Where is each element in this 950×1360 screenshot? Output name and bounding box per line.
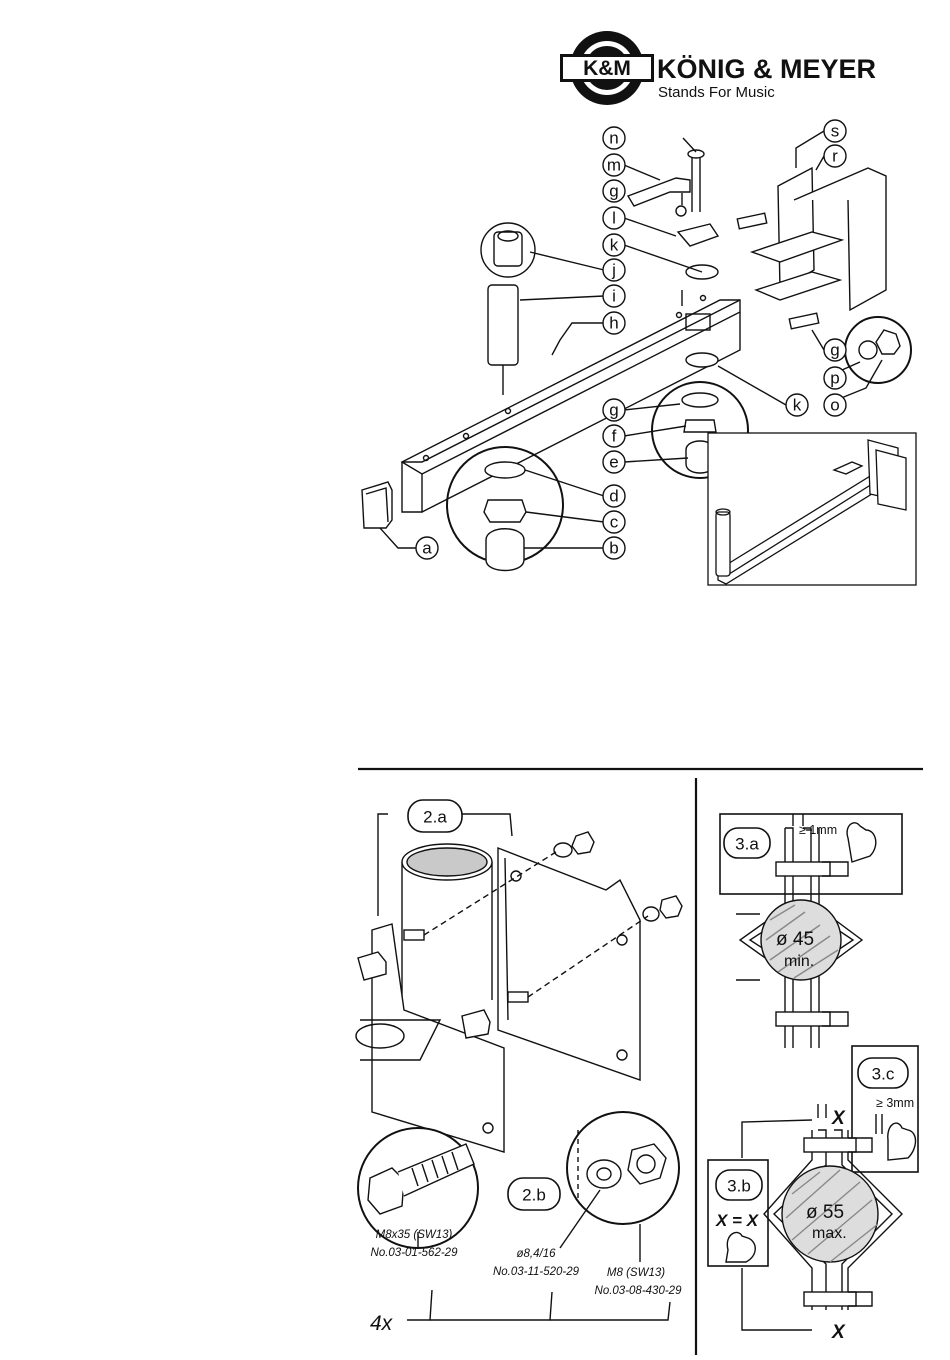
diameter-min-note: min. (784, 953, 814, 970)
callout-h: h (603, 312, 625, 334)
svg-text:r: r (832, 147, 838, 166)
brand-tagline: Stands For Music (658, 84, 775, 101)
step-2a-badge: 2.a (408, 800, 462, 832)
callout-b: b (603, 537, 625, 559)
bolt-part-number: No.03-01-562-29 (371, 1247, 459, 1259)
svg-text:m: m (607, 156, 621, 175)
callout-g: g (603, 180, 625, 202)
svg-text:o: o (830, 396, 839, 415)
callout-i: i (603, 285, 625, 307)
gap-max-label: ≥ 3mm (876, 1096, 914, 1110)
callout-j: j (603, 259, 625, 281)
logo-mark: K&M (583, 57, 631, 80)
callout-o: o (824, 394, 846, 416)
svg-text:i: i (612, 287, 616, 306)
distance-mark-bottom: X (831, 1322, 846, 1343)
washer-spec: ø8,4/16 (517, 1248, 557, 1260)
step-3b-badge: 3.b (716, 1170, 762, 1200)
callout-r: r (824, 145, 846, 167)
callout-f: f (603, 425, 625, 447)
callout-d: d (603, 485, 625, 507)
callout-e: e (603, 451, 625, 473)
svg-text:h: h (609, 314, 618, 333)
callout-l: l (603, 207, 625, 229)
callout-n: n (603, 127, 625, 149)
diameter-min-value: ø 45 (776, 929, 814, 950)
step-2b-badge: 2.b (508, 1178, 560, 1210)
svg-text:c: c (610, 513, 619, 532)
gap-min-label: ≥ 1mm (799, 823, 837, 837)
svg-text:n: n (609, 129, 618, 148)
callout-a: a (416, 537, 438, 559)
svg-text:g: g (609, 401, 618, 420)
svg-text:d: d (609, 487, 618, 506)
svg-text:l: l (612, 209, 616, 228)
callout-g (824, 339, 846, 361)
svg-text:b: b (609, 539, 618, 558)
svg-text:2.b: 2.b (522, 1186, 546, 1205)
callout-m: m (603, 154, 625, 176)
km-logo: K&M (560, 31, 654, 105)
bracket-mounting-drawing (356, 814, 682, 1320)
svg-text:p: p (830, 369, 839, 388)
callout-c: c (603, 511, 625, 533)
quantity-label: 4x (370, 1312, 394, 1335)
svg-text:f: f (612, 427, 617, 446)
washer-part-number: No.03-11-520-29 (493, 1266, 580, 1278)
svg-text:e: e (609, 453, 618, 472)
bolt-spec: M8x35 (SW13) (376, 1229, 453, 1241)
callout-s: s (824, 120, 846, 142)
callout-k: k (786, 394, 808, 416)
svg-text:g: g (609, 182, 618, 201)
nut-spec: M8 (SW13) (607, 1267, 665, 1279)
distance-mark-top: X (831, 1108, 846, 1129)
equal-distance-label: X = X (715, 1211, 760, 1230)
svg-text:s: s (831, 122, 840, 141)
callout-p: p (824, 367, 846, 389)
svg-text:j: j (611, 261, 616, 280)
step-3a-badge: 3.a (724, 828, 770, 858)
assembled-view-inset (708, 433, 916, 585)
callout-k: k (603, 234, 625, 256)
svg-text:k: k (610, 236, 619, 255)
svg-text:3.c: 3.c (872, 1065, 895, 1084)
svg-text:3.b: 3.b (727, 1177, 751, 1196)
nut-part-number: No.03-08-430-29 (595, 1285, 683, 1297)
svg-text:2.a: 2.a (423, 808, 447, 827)
svg-text:3.a: 3.a (735, 835, 759, 854)
brand-name: KÖNIG & MEYER (657, 54, 876, 84)
callout-g: g (603, 399, 625, 421)
diameter-max-note: max. (812, 1225, 847, 1242)
step-3c-badge: 3.c (858, 1058, 908, 1088)
svg-text:k: k (793, 396, 802, 415)
diameter-max-value: ø 55 (806, 1202, 844, 1223)
svg-text:a: a (422, 539, 432, 558)
